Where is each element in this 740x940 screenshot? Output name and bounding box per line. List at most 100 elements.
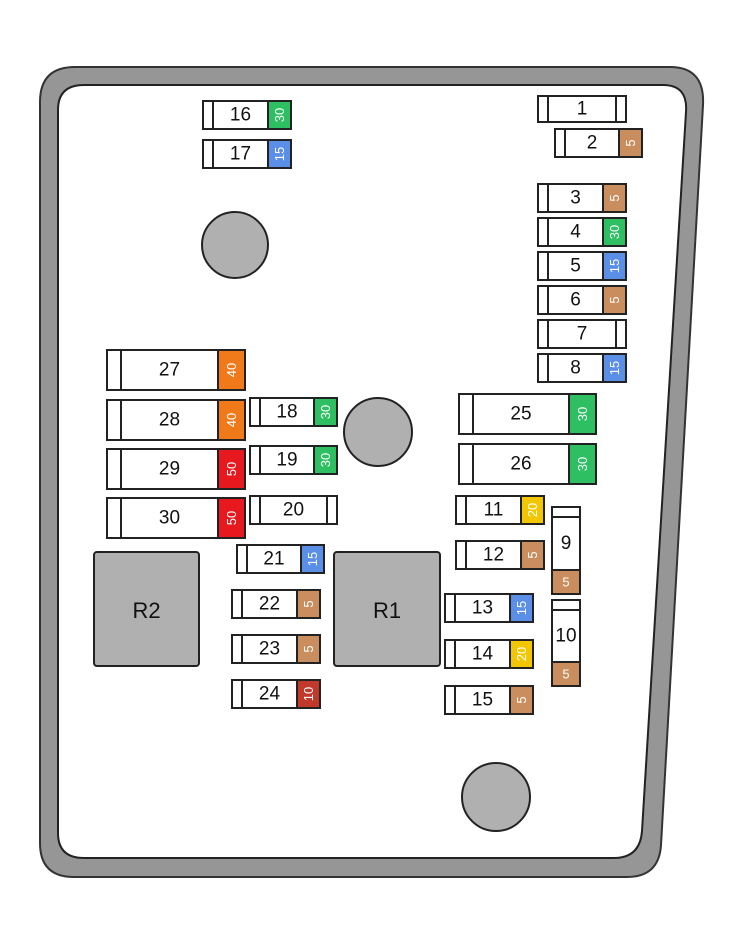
fuse-rating-label: 50 (224, 511, 239, 525)
fuse-number-label: 10 (555, 626, 576, 647)
fuse-number-label: 25 (510, 404, 531, 425)
relay-r1: R1 (333, 551, 441, 667)
fuse-rating-band (313, 397, 338, 427)
fuse-16: 30 16 (202, 100, 292, 130)
fuse-27: 40 27 (106, 349, 246, 391)
fuse-15: 5 15 (444, 685, 534, 715)
fuse-number-label: 22 (259, 594, 280, 615)
fuse-number-label: 20 (283, 500, 304, 521)
fuse-rating-label: 10 (301, 687, 316, 701)
fuse-rating-band (520, 495, 545, 525)
fuse-rating-band (509, 639, 534, 669)
fuse-rating-label: 40 (224, 413, 239, 427)
fuse-number-label: 3 (570, 188, 581, 209)
fuse-body (249, 495, 338, 525)
fuse-7: 7 (537, 319, 627, 349)
fuse-number-label: 6 (570, 290, 581, 311)
mounting-hole (343, 397, 413, 467)
relay-label: R1 (373, 598, 401, 623)
fuse-rating-label: 30 (318, 453, 333, 467)
fuse-28: 40 28 (106, 399, 246, 441)
fuse-rating-band (568, 393, 597, 435)
fuse-rating-label: 20 (525, 503, 540, 517)
fuse-rating-band (267, 100, 292, 130)
fuse-rating-band (520, 540, 545, 570)
fuse-18: 30 18 (249, 397, 338, 427)
fuse-number-label: 5 (570, 256, 581, 277)
fuse-number-label: 23 (259, 639, 280, 660)
fuse-rating-band (296, 679, 321, 709)
relay-label: R2 (132, 598, 160, 623)
fuse-1: 1 (537, 95, 627, 123)
fuse-number-label: 12 (483, 545, 504, 566)
fuse-number-label: 18 (276, 402, 297, 423)
fuse-25: 30 25 (458, 393, 597, 435)
fuse-rating-band (296, 589, 321, 619)
fuse-rating-band (602, 251, 627, 281)
mounting-hole (461, 762, 531, 832)
fuse-number-label: 13 (472, 598, 493, 619)
fuse-rating-band (300, 544, 325, 574)
fuse-rating-label: 30 (318, 405, 333, 419)
fuse-number-label: 30 (159, 508, 180, 529)
fuse-rating-label: 5 (623, 139, 638, 146)
fuse-rating-label: 15 (272, 147, 287, 161)
fuse-rating-label: 15 (607, 259, 622, 273)
fuse-rating-label: 30 (272, 108, 287, 122)
fuse-number-label: 15 (472, 690, 493, 711)
fuse-rating-label: 15 (607, 361, 622, 375)
fuse-rating-label: 5 (301, 645, 316, 652)
fuse-rating-band (296, 634, 321, 664)
fuse-rating-label: 5 (525, 551, 540, 558)
fuse-10: 5 10 (551, 599, 581, 687)
fuse-5: 15 5 (537, 251, 627, 281)
fuse-number-label: 27 (159, 360, 180, 381)
fuse-rating-band (217, 448, 246, 490)
fuse-rating-band (509, 685, 534, 715)
fuse-rating-label: 5 (514, 696, 529, 703)
fuse-rating-label: 15 (514, 601, 529, 615)
mounting-hole (201, 211, 269, 279)
fuse-number-label: 16 (230, 105, 251, 126)
fuse-6: 56 (537, 285, 627, 315)
fuse-rating-label: 5 (607, 296, 622, 303)
fuse-22: 522 (231, 589, 321, 619)
fuse-rating-label: 5 (562, 575, 569, 590)
fuse-number-label: 8 (570, 358, 581, 379)
fuse-3: 53 (537, 183, 627, 213)
fuse-number-label: 26 (510, 454, 531, 475)
fuse-number-label: 14 (472, 644, 494, 665)
fuse-rating-band (618, 128, 643, 158)
fuse-rating-label: 20 (514, 647, 529, 661)
fuse-4: 304 (537, 217, 627, 247)
fuse-rating-band (602, 353, 627, 383)
fuse-rating-label: 5 (607, 194, 622, 201)
relay-r2: R2 (93, 551, 200, 667)
fuse-number-label: 28 (159, 410, 180, 431)
fuse-rating-label: 5 (562, 667, 569, 682)
fuse-8: 15 8 (537, 353, 627, 383)
fuse-rating-band (602, 217, 627, 247)
fuse-number-label: 1 (577, 99, 588, 120)
fuse-rating-band (602, 183, 627, 213)
fuse-rating-label: 30 (607, 225, 622, 239)
fuse-2: 52 (554, 128, 643, 158)
fuse-rating-label: 40 (224, 363, 239, 377)
fuse-body (537, 319, 627, 349)
fuse-rating-band (551, 569, 581, 595)
fuse-rating-band (568, 443, 597, 485)
fuse-rating-band (509, 593, 534, 623)
fuse-rating-band (217, 399, 246, 441)
fuse-rating-band (551, 661, 581, 687)
fuse-rating-band (313, 445, 338, 475)
fuse-number-label: 9 (561, 533, 572, 554)
fuse-number-label: 7 (577, 324, 588, 345)
fuse-9: 59 (551, 506, 581, 595)
fuse-rating-label: 30 (575, 407, 590, 421)
